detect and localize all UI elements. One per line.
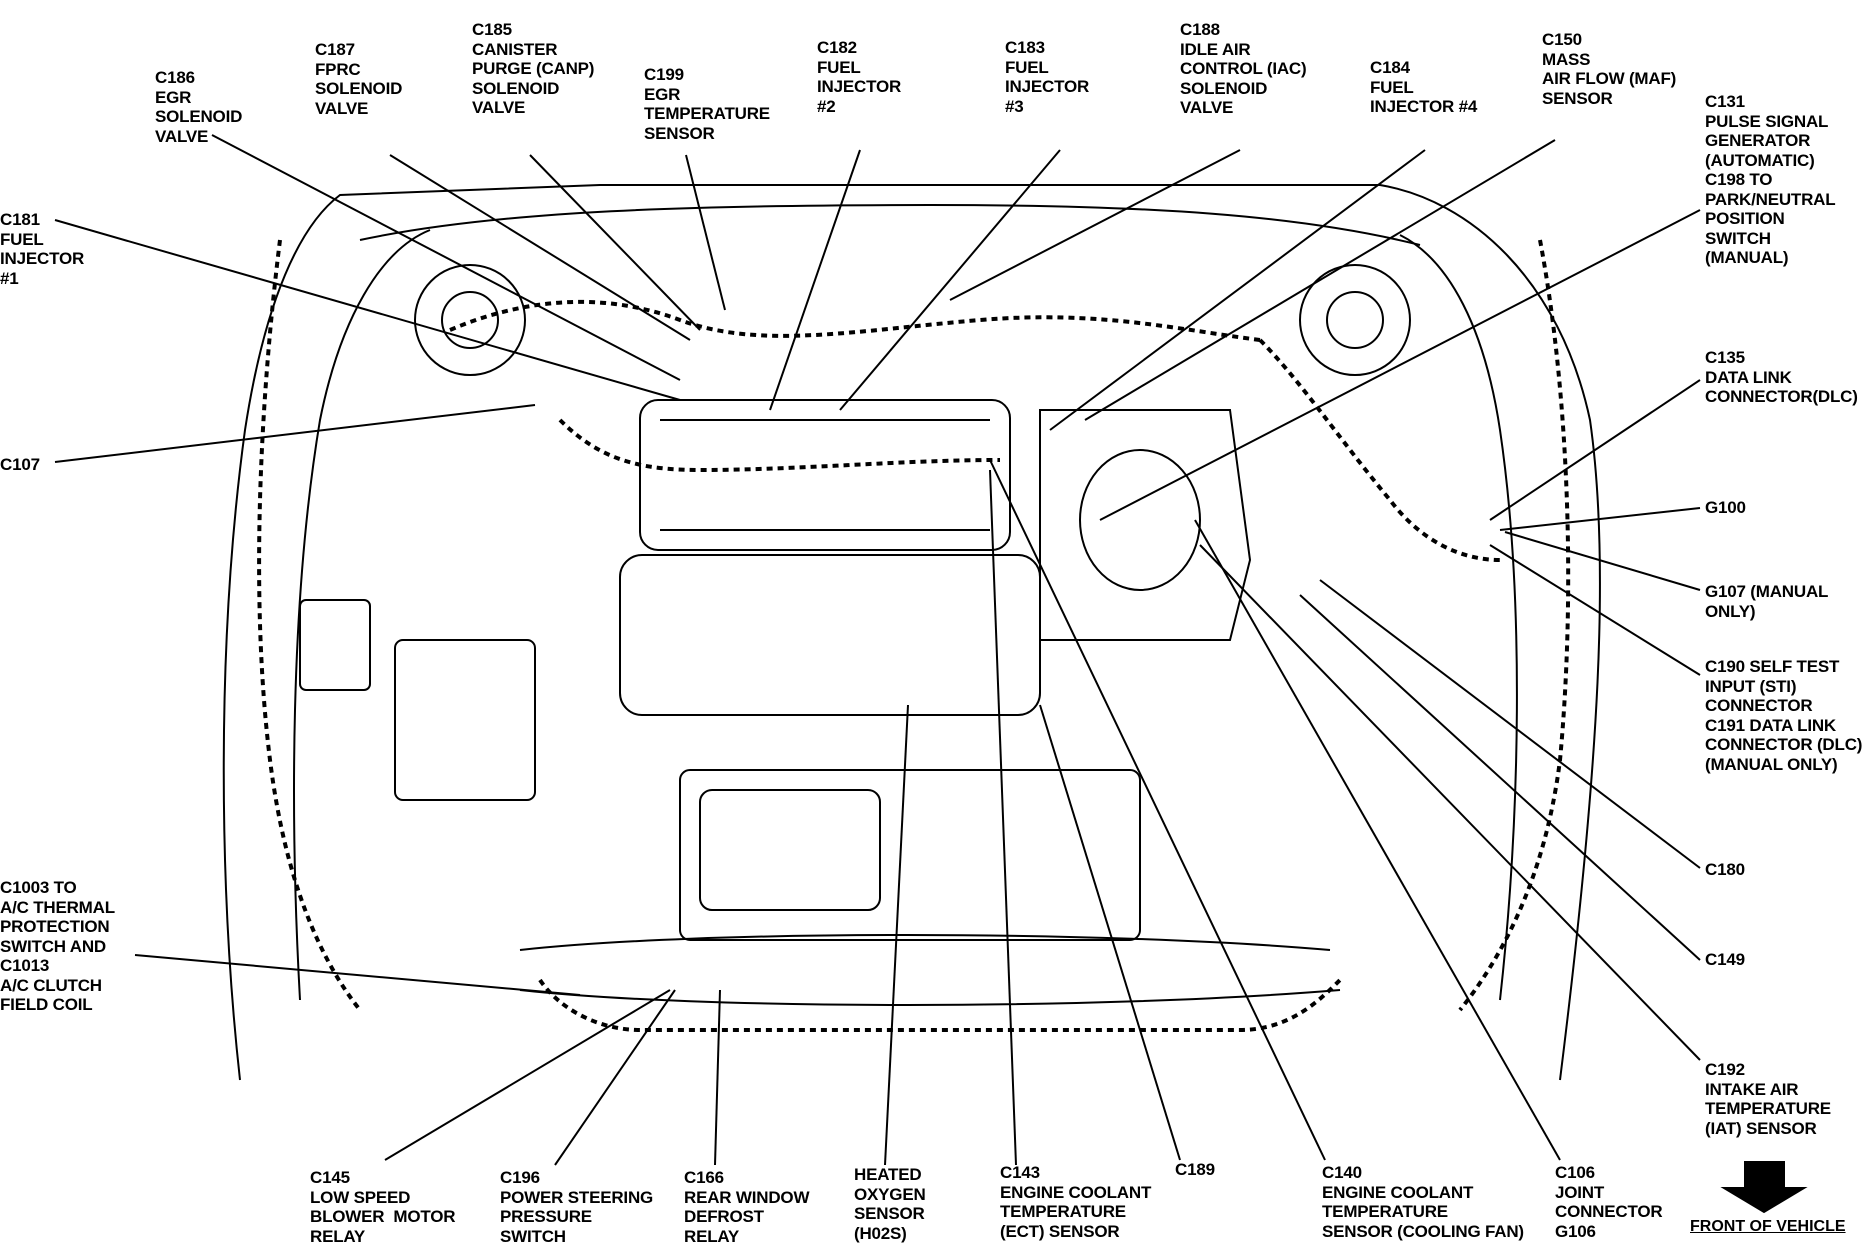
label-c185: C185 CANISTER PURGE (CANP) SOLENOID VALV…	[472, 20, 595, 117]
leader-c131	[1099, 209, 1701, 521]
label-c196: C196 POWER STEERING PRESSURE SWITCH	[500, 1168, 654, 1246]
vehicle-body-outline	[222, 184, 1601, 1081]
label-c135: C135 DATA LINK CONNECTOR(DLC)	[1705, 348, 1858, 406]
leader-c184	[1049, 149, 1426, 431]
front-of-vehicle-label: FRONT OF VEHICLE	[1690, 1218, 1846, 1235]
leader-c186	[211, 134, 681, 381]
leader-c1003	[134, 954, 581, 996]
leader-c149	[1299, 594, 1701, 961]
leader-c166	[714, 989, 721, 1166]
leader-c107	[54, 404, 536, 463]
valve-cover	[639, 399, 1011, 551]
label-c199: C199 EGR TEMPERATURE SENSOR	[644, 65, 770, 143]
leader-c185	[529, 154, 701, 331]
inner-fender-right	[1399, 234, 1518, 1001]
label-c189: C189	[1175, 1160, 1215, 1179]
label-c188: C188 IDLE AIR CONTROL (IAC) SOLENOID VAL…	[1180, 20, 1307, 117]
label-c106: C106 JOINT CONNECTOR G106	[1555, 1163, 1663, 1241]
label-c181: C181 FUEL INJECTOR #1	[0, 210, 85, 288]
label-c140: C140 ENGINE COOLANT TEMPERATURE SENSOR (…	[1322, 1163, 1524, 1241]
label-g107: G107 (MANUAL ONLY)	[1705, 582, 1829, 621]
firewall-cowl	[359, 203, 1421, 246]
leader-c150	[1084, 139, 1556, 421]
radiator	[679, 769, 1141, 941]
transmission	[1039, 409, 1252, 641]
label-c192: C192 INTAKE AIR TEMPERATURE (IAT) SENSOR	[1705, 1060, 1831, 1138]
leader-c189	[1039, 704, 1181, 1161]
label-c143: C143 ENGINE COOLANT TEMPERATURE (ECT) SE…	[1000, 1163, 1152, 1241]
label-c1003: C1003 TO A/C THERMAL PROTECTION SWITCH A…	[0, 878, 115, 1014]
leader-c183	[839, 149, 1061, 411]
label-c131: C131 PULSE SIGNAL GENERATOR (AUTOMATIC) …	[1705, 92, 1836, 267]
intake-manifold	[619, 554, 1041, 716]
label-c180: C180	[1705, 860, 1745, 879]
leader-c140	[989, 459, 1326, 1161]
left-strut-tower	[414, 264, 526, 376]
leader-h02s	[884, 704, 909, 1166]
leader-c196	[554, 989, 676, 1166]
label-c166: C166 REAR WINDOW DEFROST RELAY	[684, 1168, 810, 1246]
leader-g107	[1504, 531, 1701, 591]
label-c186: C186 EGR SOLENOID VALVE	[155, 68, 243, 146]
leader-lines	[54, 134, 1701, 1166]
leader-c187	[389, 154, 691, 341]
label-c107: C107	[0, 455, 40, 474]
label-c149: C149	[1705, 950, 1745, 969]
leader-c143	[989, 469, 1017, 1166]
label-c183: C183 FUEL INJECTOR #3	[1005, 38, 1090, 116]
front-bumper-line	[519, 989, 1341, 1006]
leader-c135	[1489, 379, 1701, 521]
leader-c106	[1194, 519, 1561, 1161]
label-c182: C182 FUEL INJECTOR #2	[817, 38, 902, 116]
label-c190: C190 SELF TEST INPUT (STI) CONNECTOR C19…	[1705, 657, 1863, 774]
leader-c192	[1199, 544, 1701, 1061]
label-c184: C184 FUEL INJECTOR #4	[1370, 58, 1478, 116]
leader-c180	[1319, 579, 1701, 869]
label-c150: C150 MASS AIR FLOW (MAF) SENSOR	[1542, 30, 1677, 108]
leader-c181	[54, 219, 681, 401]
radiator-support	[519, 934, 1331, 951]
leader-c199	[685, 154, 726, 311]
leader-c145	[384, 989, 671, 1161]
right-strut-tower	[1299, 264, 1411, 376]
leader-g100	[1499, 507, 1701, 531]
leader-c182	[769, 149, 861, 411]
leader-c190	[1489, 544, 1701, 676]
label-h02s: HEATED OXYGEN SENSOR (H02S)	[854, 1165, 926, 1243]
leader-c188	[949, 149, 1241, 301]
label-g100: G100	[1705, 498, 1746, 517]
battery	[394, 639, 536, 801]
label-c187: C187 FPRC SOLENOID VALVE	[315, 40, 403, 118]
front-of-vehicle-arrow	[1720, 1161, 1808, 1214]
inner-fender-left	[293, 229, 431, 1001]
wiring-harness	[257, 239, 362, 1012]
label-c145: C145 LOW SPEED BLOWER MOTOR RELAY	[310, 1168, 456, 1246]
